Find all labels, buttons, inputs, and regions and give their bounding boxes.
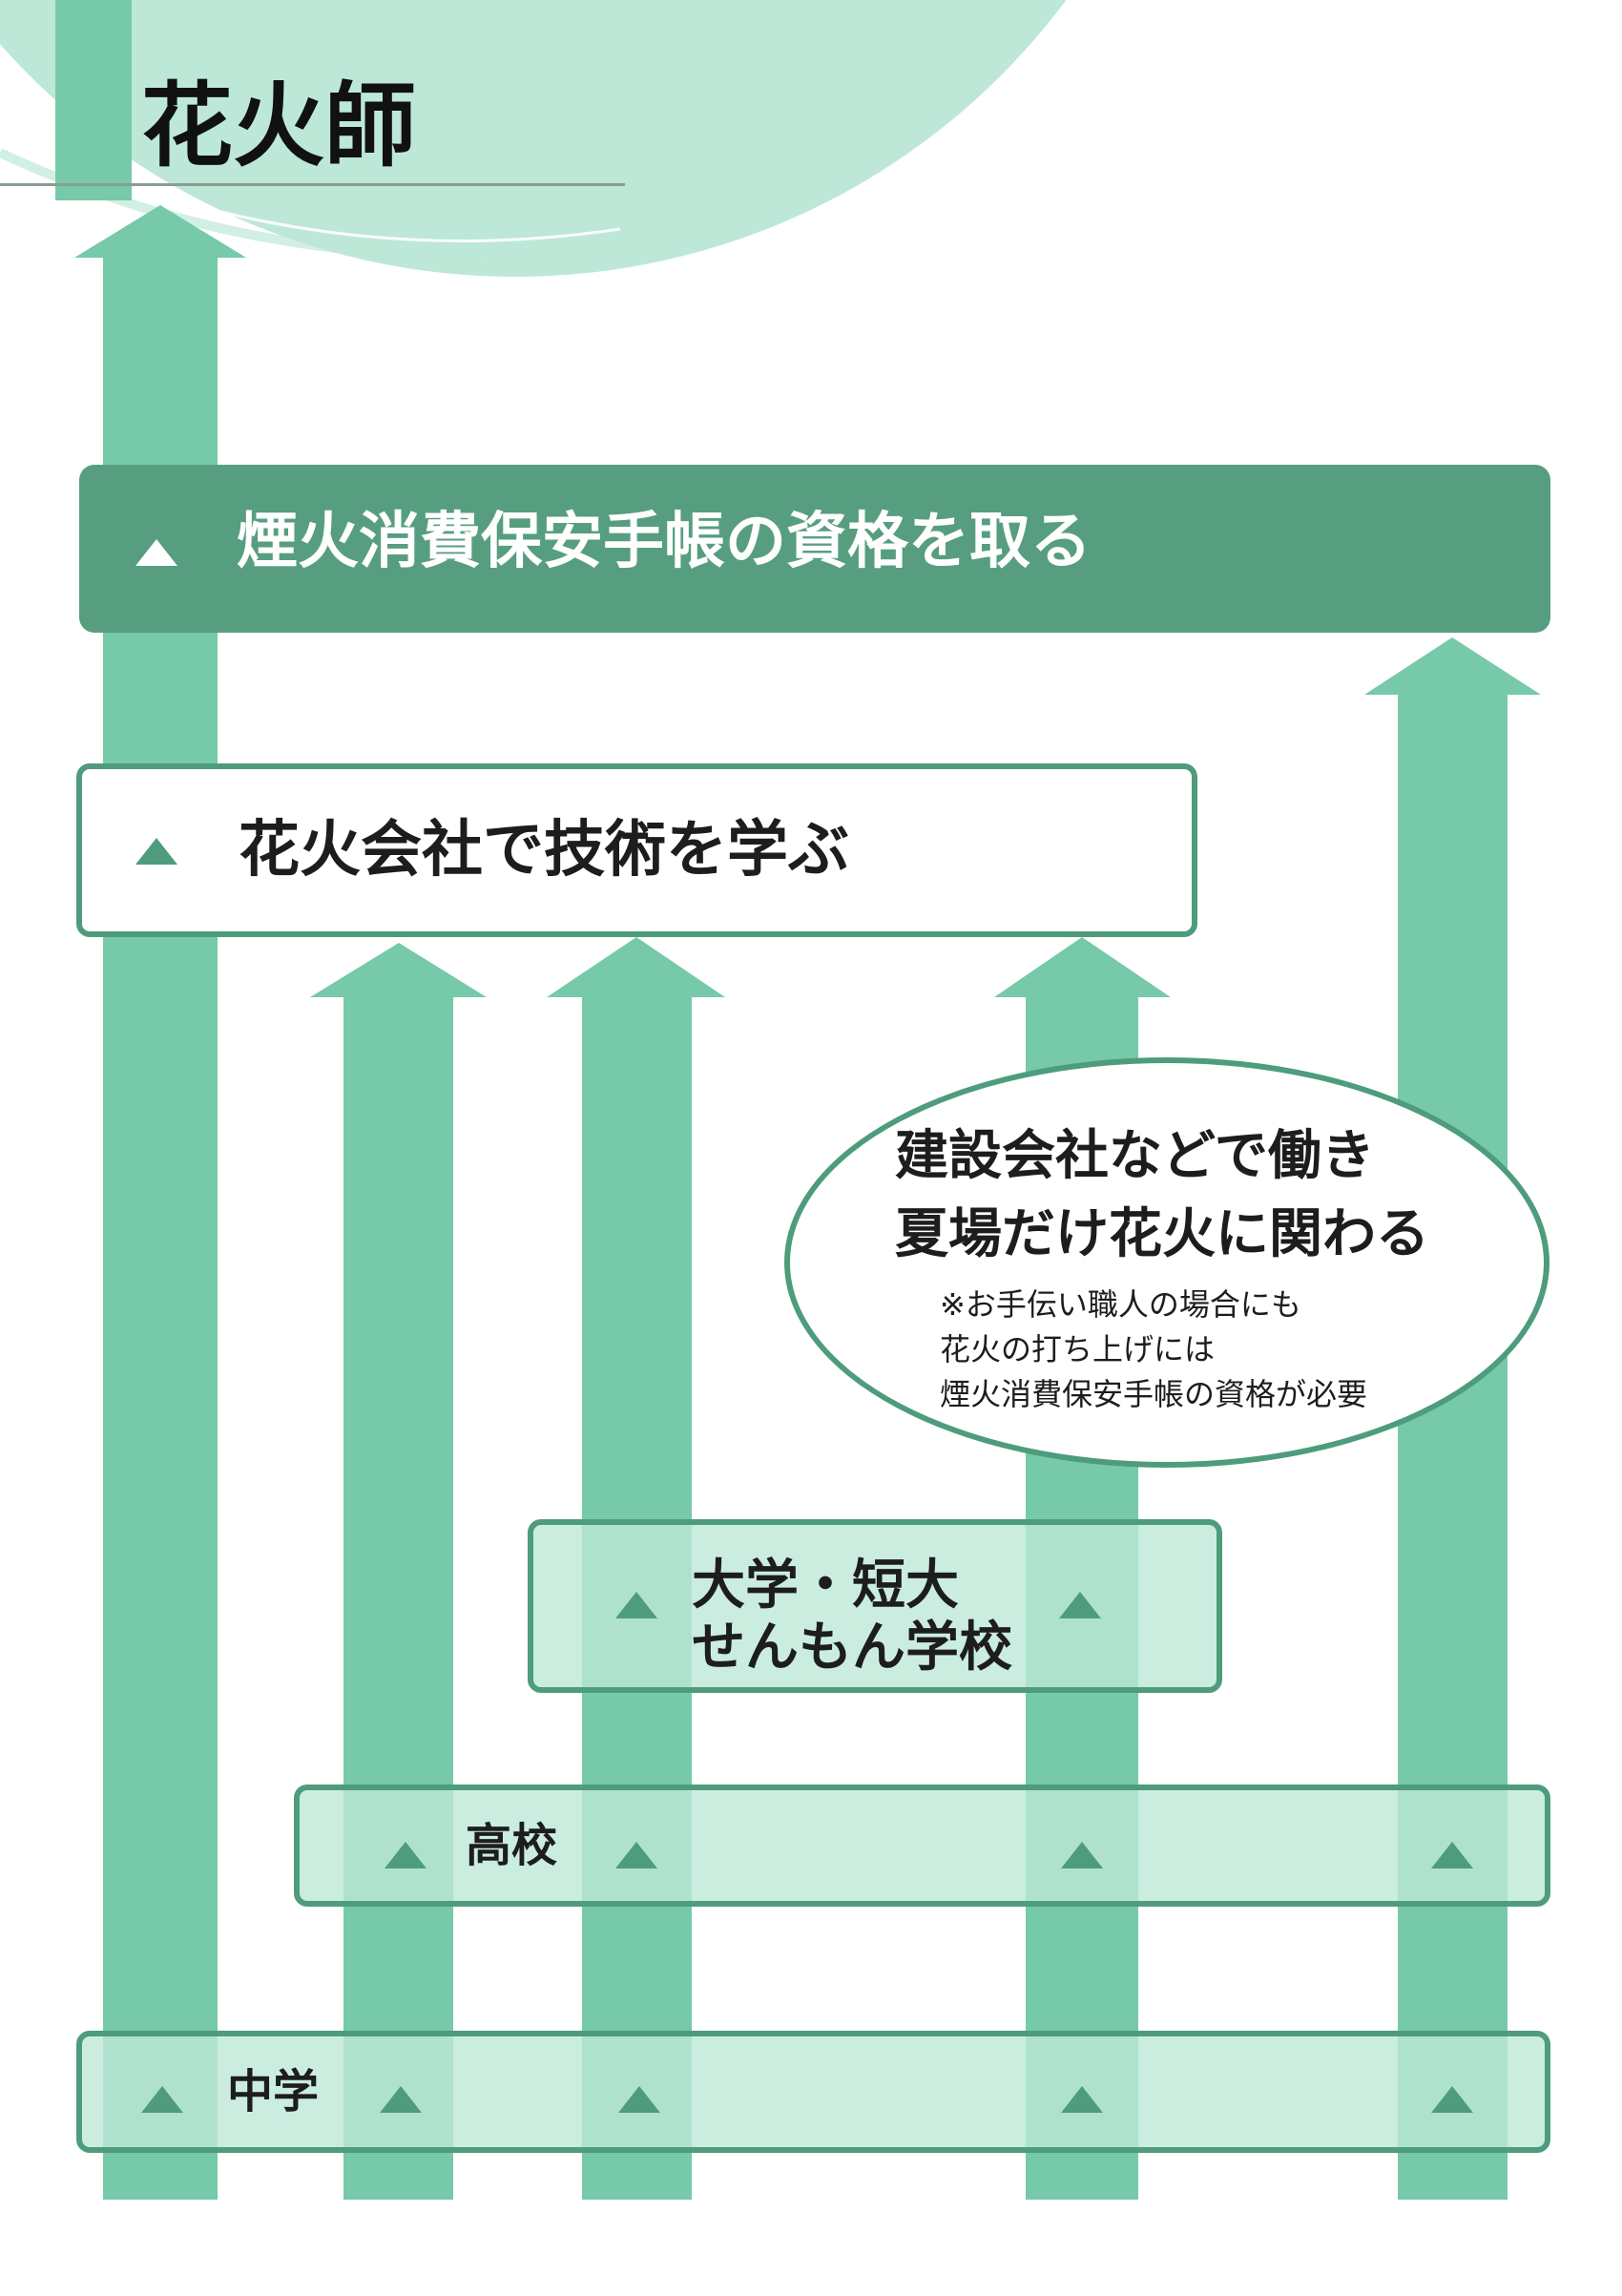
page-title: 花火師 [141,72,416,179]
construction-note-line1: ※お手伝い職人の場合にも [940,1286,1301,1323]
triangle-marker [1431,2086,1473,2113]
triangle-marker [1061,1842,1103,1868]
construction-path-line1: 建設会社などで働き [895,1125,1375,1187]
triangle-marker [615,1592,657,1618]
high-school-step-label: 高校 [466,1819,558,1872]
triangle-marker [618,2086,660,2113]
construction-note-line2: 花火の打ち上げには [940,1331,1216,1367]
license-step-box [79,465,1550,633]
triangle-marker [135,539,177,566]
header-circle-decoration [0,0,1067,277]
construction-path-line2: 夏場だけ花火に関わる [895,1203,1429,1265]
arrow-path-2 [310,943,487,2200]
triangle-marker [1061,2086,1103,2113]
construction-note-line3: 煙火消費保安手帳の資格が必要 [940,1376,1368,1412]
construction-path-ellipse [784,1057,1549,1468]
college-step-line2: せんもん学校 [692,1617,1012,1679]
college-step-line1: 大学・短大 [692,1555,959,1617]
triangle-marker [135,838,177,865]
triangle-marker [1431,1842,1473,1868]
company-step-box [76,763,1197,937]
triangle-marker [380,2086,422,2113]
title-accent-bar [55,0,132,200]
company-step-label: 花火会社で技術を学ぶ [239,815,849,886]
high-school-step-box [294,1785,1550,1907]
triangle-marker [141,2086,183,2113]
junior-high-step-box [76,2031,1550,2153]
title-underline [0,183,625,186]
license-step-label: 煙火消費保安手帳の資格を取る [237,507,1092,577]
arrow-path-5 [1364,637,1541,2200]
triangle-marker [1059,1592,1101,1618]
junior-high-step-label: 中学 [227,2065,320,2119]
triangle-marker [615,1842,657,1868]
triangle-marker [385,1842,426,1868]
